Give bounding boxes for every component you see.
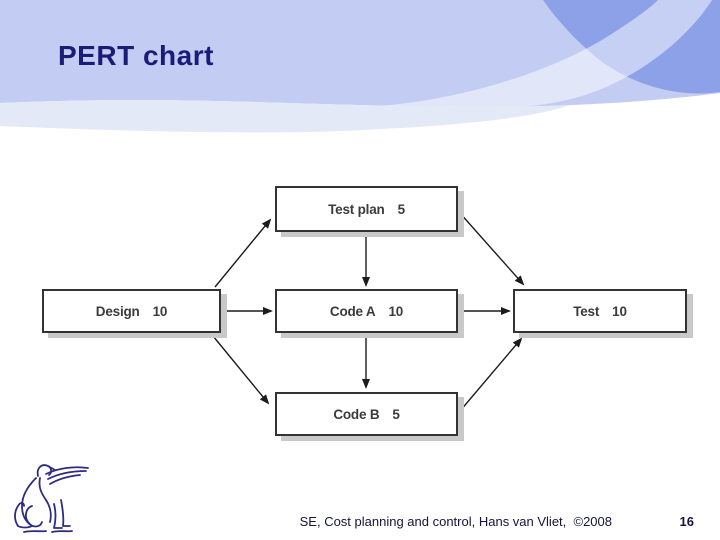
node-label: Design: [95, 303, 140, 319]
page-title: PERT chart: [58, 40, 214, 71]
griffin-haunch: [25, 505, 43, 528]
node-duration: 5: [392, 406, 400, 422]
node-duration: 10: [612, 303, 627, 319]
griffin-chest: [38, 477, 52, 523]
griffin-wing-feather: [49, 474, 81, 485]
header-pale-band: [0, 100, 570, 133]
griffin-front-leg: [60, 499, 71, 527]
griffin-wing-feather: [47, 470, 87, 480]
node-duration: 10: [152, 303, 168, 319]
node-duration: 10: [388, 303, 404, 319]
node-duration: 5: [397, 201, 406, 217]
griffin-front-leg: [53, 503, 63, 529]
vu-griffin-logo: [14, 464, 89, 533]
griffin-tail: [14, 502, 25, 527]
header-highlight-swoosh: [380, 0, 712, 110]
node-test: Test 10: [513, 289, 687, 333]
node-label: Test: [573, 303, 600, 319]
footer-credit: SE, Cost planning and control, Hans van …: [299, 514, 612, 529]
edge-testplan-test-arrow: [458, 211, 525, 286]
griffin-back: [17, 477, 37, 529]
node-label: Test plan: [328, 201, 385, 217]
node-design: Design 10: [42, 289, 221, 333]
griffin-foot: [23, 530, 47, 533]
edge-codeb-test-arrow: [459, 337, 523, 412]
edge-design-testplan-arrow: [214, 218, 272, 288]
page-number: 16: [679, 514, 694, 529]
griffin-beak: [47, 465, 56, 471]
griffin-foot: [51, 530, 73, 533]
node-label: Code A: [329, 303, 376, 319]
node-code-a: Code A 10: [275, 289, 458, 333]
header-swoosh-graphic: [0, 0, 720, 133]
node-label: Code B: [333, 406, 380, 422]
griffin-wing: [45, 466, 89, 475]
node-test-plan: Test plan 5: [275, 186, 458, 232]
node-code-b: Code B 5: [275, 392, 458, 436]
edge-design-codeb-arrow: [212, 335, 270, 405]
